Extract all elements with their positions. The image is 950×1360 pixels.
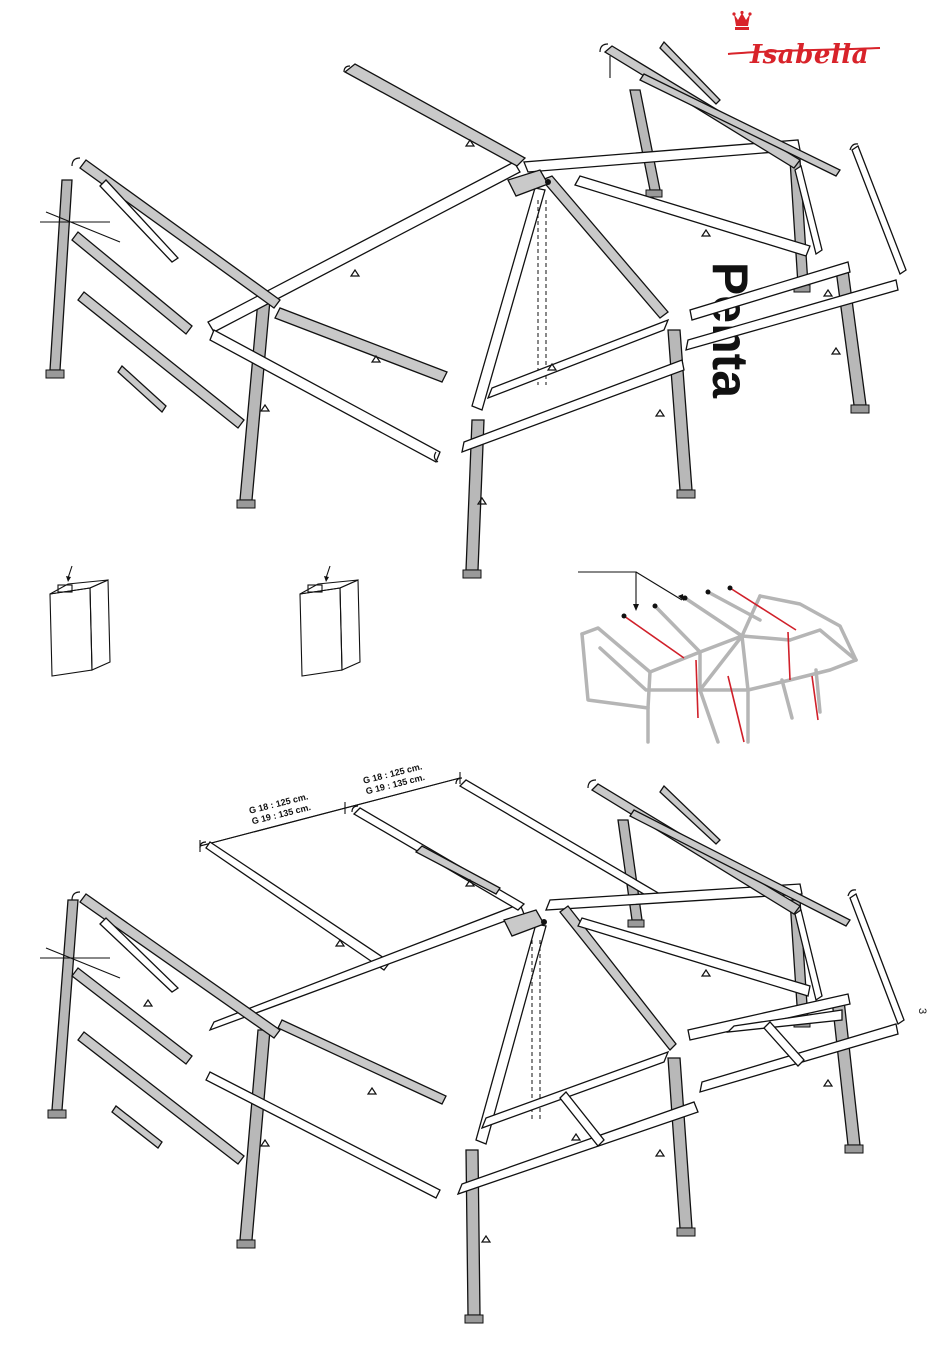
foot-box-left — [50, 566, 110, 676]
leg — [668, 330, 695, 498]
leg — [630, 90, 662, 197]
leg — [465, 1150, 483, 1323]
highlight-diagram — [578, 572, 856, 742]
top-frame-diagram — [40, 42, 906, 578]
leg — [668, 1058, 695, 1236]
foot-box-right — [300, 566, 360, 676]
leg — [48, 900, 78, 1118]
page-number: 3 — [916, 1008, 928, 1014]
leg — [832, 1000, 863, 1153]
bottom-frame-diagram — [40, 772, 904, 1323]
leg — [46, 180, 72, 378]
